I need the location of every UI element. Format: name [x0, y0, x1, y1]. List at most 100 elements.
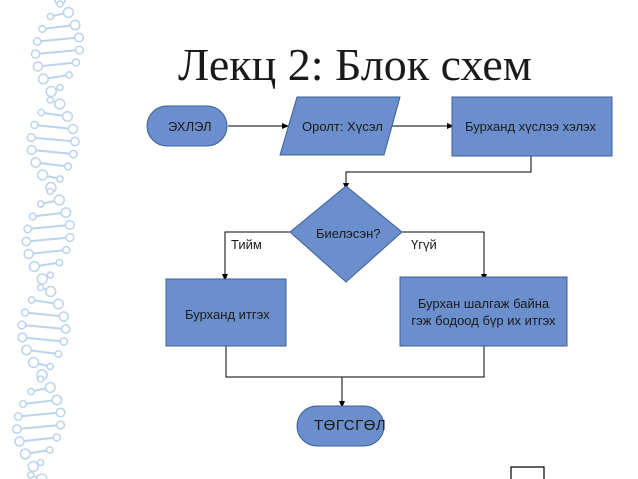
helix-bead — [30, 157, 42, 168]
no-branch-label: Үгүй — [411, 237, 437, 252]
helix-bead — [17, 332, 28, 343]
helix-bead — [69, 19, 81, 31]
helix-bead — [58, 311, 69, 322]
helix-bead — [13, 412, 23, 421]
helix-bead — [61, 110, 74, 123]
helix-bead — [44, 381, 56, 394]
helix-bead — [65, 232, 75, 243]
end-terminal-shape — [296, 405, 385, 447]
helix-bead — [74, 45, 85, 55]
helix-rung — [27, 224, 70, 230]
test-process-shape — [399, 276, 568, 347]
end-label: ТӨГСГӨЛ — [314, 417, 387, 434]
helix-rung — [31, 136, 76, 143]
helix-rung — [24, 311, 64, 318]
helix-bead — [45, 85, 57, 98]
helix-bead — [17, 320, 27, 330]
helix-bead — [46, 96, 55, 104]
helix-bead — [36, 458, 45, 467]
helix-bead — [26, 132, 36, 143]
helix-bead — [28, 260, 40, 273]
helix-bead — [36, 375, 45, 383]
helix-bead — [60, 324, 71, 334]
arrowhead-end — [339, 401, 345, 408]
connector-branches-merge — [225, 346, 485, 378]
helix-rung — [16, 424, 61, 430]
helix-rung — [34, 124, 74, 130]
shapes — [146, 96, 613, 447]
helix-bead — [62, 245, 71, 255]
helix-bead — [36, 169, 49, 181]
helix-bead — [12, 424, 22, 434]
helix-bead — [38, 24, 47, 34]
yes-branch-label: Тийм — [231, 237, 262, 252]
helix-bead — [74, 32, 85, 43]
arrowhead-prayer — [447, 123, 454, 129]
input-parallelogram-shape — [279, 96, 401, 156]
helix-rung — [21, 324, 66, 330]
helix-bead — [36, 200, 45, 208]
helix-bead — [19, 448, 31, 460]
helix-bead — [32, 37, 42, 46]
helix-bead — [64, 219, 75, 231]
helix-bead — [55, 420, 66, 430]
helix-bead — [21, 344, 33, 356]
helix-bead — [23, 224, 33, 234]
helix-rung — [32, 211, 67, 218]
test-label-line2: гэж бодоод бүр их итгэх — [411, 313, 556, 328]
helix-bead — [52, 433, 61, 442]
helix-rung — [37, 61, 76, 68]
helix-bead — [36, 283, 45, 292]
helix-bead — [36, 473, 48, 479]
helix-bead — [63, 162, 73, 171]
helix-bead — [23, 248, 34, 260]
helix-bead — [55, 407, 66, 418]
helix-rung — [23, 399, 57, 405]
helix-bead — [37, 108, 46, 117]
helix-bead — [65, 71, 73, 79]
helix-bead — [56, 175, 64, 183]
helix-rung — [37, 36, 80, 43]
arrowhead-believe — [222, 274, 228, 281]
helix-bead — [27, 387, 35, 396]
helix-rung — [28, 249, 67, 255]
slide-title: Лекц 2: Блок схем — [178, 39, 532, 90]
helix-bead — [56, 83, 64, 92]
helix-bead — [46, 271, 55, 279]
prayer-process-shape — [451, 96, 613, 157]
helix-bead — [54, 98, 66, 110]
start-terminal-shape — [146, 105, 228, 147]
helix-bead — [45, 446, 54, 454]
helix-bead — [26, 144, 37, 156]
helix-bead — [37, 73, 50, 85]
helix-bead — [54, 349, 63, 359]
helix-bead — [36, 273, 48, 285]
helix-bead — [56, 0, 64, 8]
helix-bead — [30, 120, 39, 130]
helix-rung — [18, 411, 61, 418]
helix-bead — [46, 187, 55, 196]
helix-bead — [52, 298, 64, 310]
helix-bead — [68, 149, 78, 159]
connectors — [224, 125, 532, 404]
prayer-label: Бурханд хүслээ хэлэх — [465, 119, 597, 134]
helix-rung — [19, 436, 57, 443]
helix-bead — [27, 296, 36, 304]
helix-bead — [21, 236, 32, 247]
helix-bead — [55, 258, 64, 267]
helix-rung — [42, 24, 76, 30]
helix-bead — [60, 207, 72, 218]
helix-rung — [31, 149, 74, 155]
helix-bead — [59, 337, 69, 346]
corner-bracket-decoration — [510, 466, 545, 479]
helix-bead — [46, 362, 54, 371]
helix-rung — [35, 49, 80, 55]
helix-bead — [51, 394, 63, 406]
helix-bead — [20, 308, 30, 317]
helix-bead — [19, 399, 28, 409]
helix-bead — [26, 471, 35, 479]
helix-bead — [53, 194, 65, 206]
helix-bead — [28, 212, 37, 221]
arrowhead-input — [282, 123, 289, 129]
